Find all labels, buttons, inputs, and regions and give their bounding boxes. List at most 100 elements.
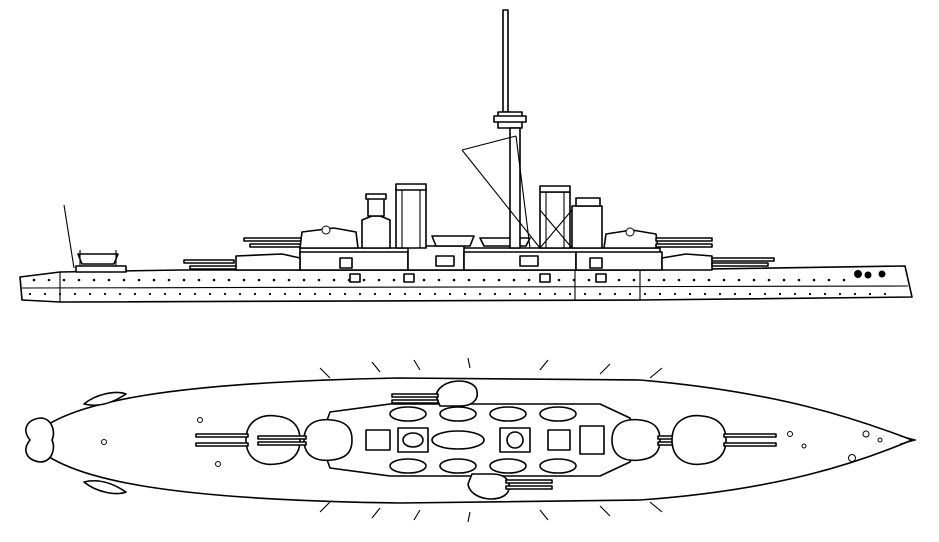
porthole [692,278,696,282]
boom-spar [467,511,471,523]
porthole [268,292,272,296]
porthole [167,278,171,282]
porthole [508,292,512,296]
porthole [152,278,156,282]
porthole [377,278,381,282]
porthole [43,292,47,296]
porthole [317,278,321,282]
porthole [797,278,801,282]
portholes-lower [28,292,887,296]
porthole [287,278,291,282]
boom-spar [371,507,381,519]
boom-spar [539,509,549,521]
porthole [298,292,302,296]
porthole [178,292,182,296]
porthole [448,292,452,296]
boom-spar [413,359,421,371]
porthole [808,292,812,296]
porthole [182,278,186,282]
porthole [482,278,486,282]
porthole [493,292,497,296]
porthole [703,292,707,296]
porthole [358,292,362,296]
stern-boat [77,253,119,265]
fore-turret-plan-outer [671,414,777,466]
porthole [883,292,887,296]
porthole [122,278,126,282]
main-mast [461,9,541,249]
porthole [107,278,111,282]
porthole [673,292,677,296]
portholes-upper [32,278,846,282]
hawse-hole [854,270,862,278]
porthole [647,278,651,282]
boom-spar [319,367,331,379]
aft-bridge-block [365,429,391,451]
boom-spar [649,501,663,513]
aft-turret-plan-outer [195,414,301,466]
porthole [628,292,632,296]
porthole [433,292,437,296]
porthole [722,278,726,282]
funnel-aft [395,183,427,249]
porthole [587,278,591,282]
porthole [272,278,276,282]
boom-spar [539,359,549,371]
porthole [658,292,662,296]
boom-spar [467,357,471,369]
funnel-fore [539,185,571,249]
porthole [212,278,216,282]
porthole [538,292,542,296]
boom-spar [599,363,611,375]
porthole [767,278,771,282]
porthole [553,292,557,296]
porthole [388,292,392,296]
porthole [32,278,36,282]
porthole [478,292,482,296]
porthole [793,292,797,296]
fore-bridge-block [547,429,571,451]
porthole [778,292,782,296]
side-profile-view [19,9,913,303]
porthole [238,292,242,296]
porthole [632,278,636,282]
porthole [763,292,767,296]
superstructure-fittings [339,255,603,269]
porthole [137,278,141,282]
stern-fittings [101,417,221,467]
porthole [197,278,201,282]
boom-spar [371,361,381,373]
porthole [752,278,756,282]
porthole [47,278,51,282]
porthole [362,278,366,282]
boat-booms [319,357,663,523]
porthole [313,292,317,296]
porthole [572,278,576,282]
porthole [422,278,426,282]
porthole [28,292,32,296]
fore-turret-high [603,227,713,249]
porthole [662,278,666,282]
fore-turret-low [661,253,775,271]
porthole [598,292,602,296]
porthole [133,292,137,296]
funnels-plan [397,427,531,453]
porthole [868,292,872,296]
boom-spar [319,501,331,513]
porthole [73,292,77,296]
wing-turret-port [391,380,478,407]
bow-fittings [787,430,917,462]
porthole [193,292,197,296]
hull-fittings [349,273,607,283]
porthole [497,278,501,282]
fore-bridge [539,197,603,249]
porthole [373,292,377,296]
deck-boats [389,406,577,474]
aft-control-tower [361,193,391,249]
porthole [208,292,212,296]
porthole [223,292,227,296]
porthole [257,278,261,282]
porthole [523,292,527,296]
porthole [118,292,122,296]
